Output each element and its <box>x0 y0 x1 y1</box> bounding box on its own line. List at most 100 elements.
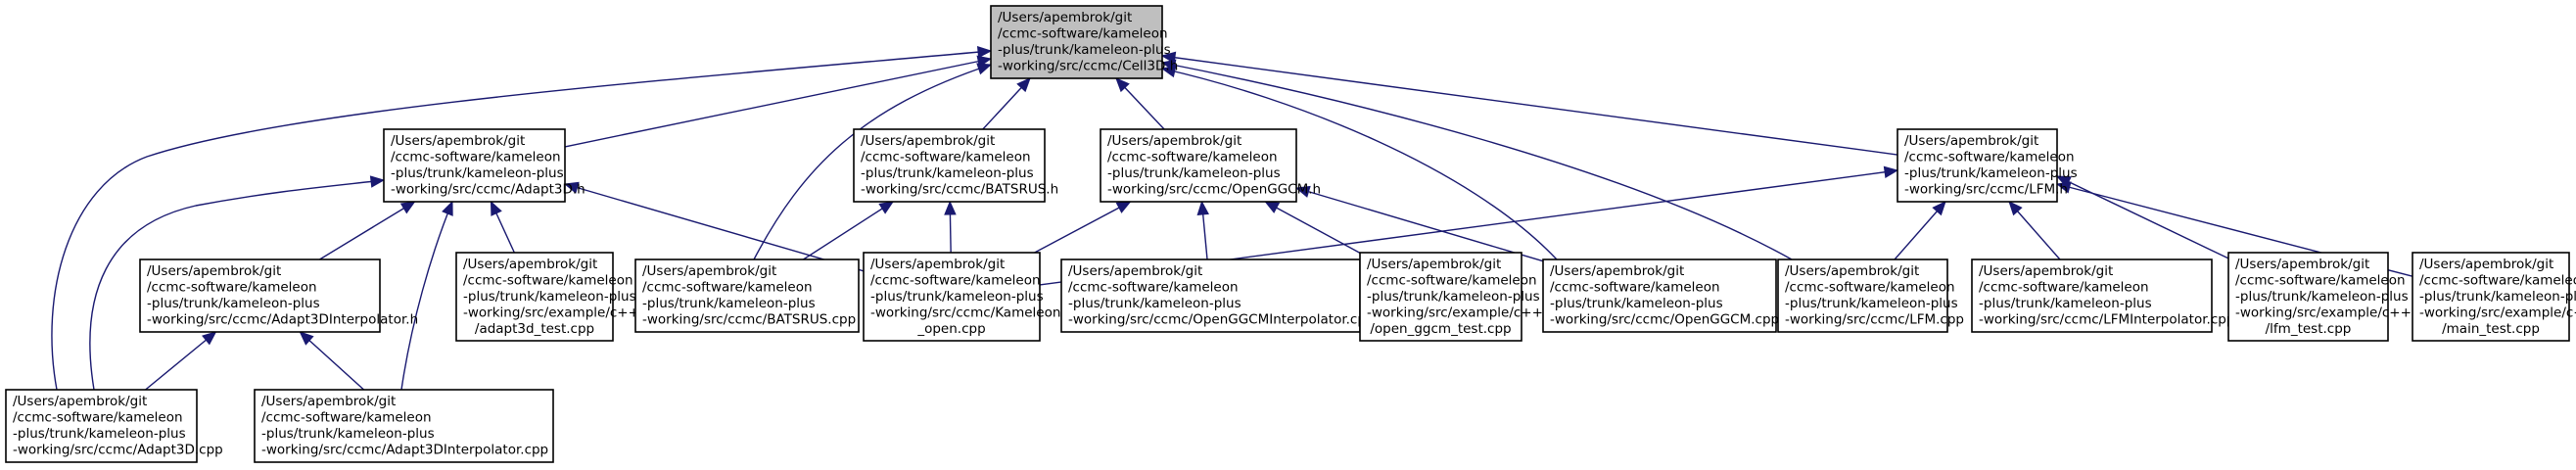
node-adapt3d_h[interactable]: /Users/apembrok/git/ccmc-software/kamele… <box>383 128 585 203</box>
edge-lfm_cpp-to-cell3d_h <box>1160 59 1793 260</box>
node-label-line: -working/src/ccmc/Adapt3DInterpolator.h <box>147 312 418 328</box>
node-label-line: /ccmc-software/kameleon <box>391 150 561 165</box>
edge-adapt3d_cpp-to-cell3d_h <box>51 45 993 391</box>
arrowhead-icon <box>1160 59 1177 71</box>
node-label-line: /Users/apembrok/git <box>1107 133 1241 149</box>
node-label-line: /Users/apembrok/git <box>998 10 1132 25</box>
arrowhead-icon <box>1016 77 1031 93</box>
edge-line <box>400 201 453 391</box>
node-label-line: -working/src/example/c++ <box>2235 306 2412 321</box>
node-openggcminterp_cpp[interactable]: /Users/apembrok/git/ccmc-software/kamele… <box>1060 258 1375 333</box>
node-label-line: /Users/apembrok/git <box>1068 263 1202 279</box>
node-box <box>455 252 614 342</box>
edge-kameleon_open-to-openggcm_h <box>1034 201 1132 254</box>
node-label-line: /ccmc-software/kameleon <box>261 410 432 426</box>
node-label-line: /ccmc-software/kameleon <box>1550 280 1720 296</box>
node-label-line: -working/src/example/c++ <box>463 306 639 321</box>
edge-kameleon_open-to-batsrus_h <box>944 200 957 254</box>
node-cell3d_h[interactable]: /Users/apembrok/git/ccmc-software/kamele… <box>990 5 1178 79</box>
node-label-line: -working/src/ccmc/OpenGGCMInterpolator.c… <box>1068 312 1375 328</box>
node-label-line: /ccmc-software/kameleon <box>13 410 183 426</box>
edge-adapt3dinterp_cpp-to-adapt3dinterp_h <box>299 331 365 391</box>
node-label-line: -working/src/ccmc/Kameleon <box>870 306 1060 321</box>
node-main_test[interactable]: /Users/apembrok/git/ccmc-software/kamele… <box>2412 252 2576 342</box>
edge-adapt3d_cpp-to-adapt3d_h <box>89 175 386 391</box>
node-box <box>634 258 860 333</box>
node-adapt3dinterp_h[interactable]: /Users/apembrok/git/ccmc-software/kamele… <box>139 258 418 333</box>
node-label-line: /Users/apembrok/git <box>13 394 147 409</box>
node-lfm_h[interactable]: /Users/apembrok/git/ccmc-software/kamele… <box>1897 128 2078 203</box>
node-openggcm_cpp[interactable]: /Users/apembrok/git/ccmc-software/kamele… <box>1542 258 1779 333</box>
node-adapt3d_cpp[interactable]: /Users/apembrok/git/ccmc-software/kamele… <box>5 389 223 463</box>
node-label-line: /ccmc-software/kameleon <box>1904 150 2075 165</box>
node-box <box>2412 252 2570 342</box>
edge-line <box>1161 55 1898 156</box>
arrowhead-icon <box>442 200 453 216</box>
edge-adapt3d_cpp-to-adapt3dinterp_h <box>145 331 217 391</box>
node-batsrus_cpp[interactable]: /Users/apembrok/git/ccmc-software/kamele… <box>634 258 860 333</box>
node-label-line: -plus/trunk/kameleon-plus <box>642 296 816 311</box>
node-label-line: -plus/trunk/kameleon-plus <box>1979 296 2152 311</box>
edge-line <box>2056 175 2229 259</box>
node-label-line: -working/src/ccmc/OpenGGCM.h <box>1107 182 1321 198</box>
node-label-line: /ccmc-software/kameleon <box>147 280 317 296</box>
node-label-line: -working/src/ccmc/LFM.h <box>1904 182 2068 198</box>
node-label-line: /Users/apembrok/git <box>2235 257 2369 272</box>
arrowhead-icon <box>2008 201 2023 216</box>
edge-lfminterp_cpp-to-lfm_h <box>2008 201 2061 260</box>
node-label-line: -plus/trunk/kameleon-plus <box>1107 165 1281 181</box>
edge-openggcm_cpp-to-openggcm_h <box>1294 185 1544 262</box>
edge-line <box>51 50 992 391</box>
node-label-line: /Users/apembrok/git <box>2419 257 2553 272</box>
node-label-line: -working/src/ccmc/Cell3D.h <box>998 59 1178 74</box>
node-adapt3dinterp_cpp[interactable]: /Users/apembrok/git/ccmc-software/kamele… <box>254 389 554 463</box>
node-batsrus_h[interactable]: /Users/apembrok/git/ccmc-software/kamele… <box>853 128 1058 203</box>
node-label-line: /Users/apembrok/git <box>861 133 995 149</box>
node-label-line: /main_test.cpp <box>2442 321 2540 337</box>
node-box <box>1971 258 2213 333</box>
node-box <box>1060 258 1361 333</box>
node-box <box>1897 128 2058 203</box>
arrowhead-icon <box>399 201 416 214</box>
node-label-line: /Users/apembrok/git <box>261 394 396 409</box>
node-label-line: /ccmc-software/kameleon <box>861 150 1031 165</box>
node-label-line: -plus/trunk/kameleon-plus <box>147 296 320 311</box>
node-label-line: -plus/trunk/kameleon-plus <box>463 289 636 305</box>
node-label-line: -working/src/example/c++ <box>1367 306 1543 321</box>
node-label-line: /Users/apembrok/git <box>1367 257 1501 272</box>
node-label-line: -working/src/ccmc/Adapt3D.h <box>391 182 585 198</box>
node-label-line: -plus/trunk/kameleon-plus <box>1068 296 1241 311</box>
node-label-line: /open_ggcm_test.cpp <box>1370 321 1511 337</box>
node-box <box>1100 128 1297 203</box>
node-label-line: /Users/apembrok/git <box>463 257 597 272</box>
node-label-line: -working/src/ccmc/BATSRUS.h <box>861 182 1058 198</box>
node-lfm_cpp[interactable]: /Users/apembrok/git/ccmc-software/kamele… <box>1777 258 1964 333</box>
node-kameleon_open[interactable]: /Users/apembrok/git/ccmc-software/kamele… <box>863 252 1060 342</box>
node-adapt3d_test[interactable]: /Users/apembrok/git/ccmc-software/kamele… <box>455 252 639 342</box>
edge-line <box>89 179 385 391</box>
node-label-line: -plus/trunk/kameleon-plus <box>1785 296 1958 311</box>
node-label-line: -plus/trunk/kameleon-plus <box>261 426 435 442</box>
edge-line <box>145 331 216 391</box>
node-lfminterp_cpp[interactable]: /Users/apembrok/git/ccmc-software/kamele… <box>1971 258 2234 333</box>
arrowhead-icon <box>1115 77 1130 93</box>
node-label-line: -working/src/example/c++ <box>2419 306 2576 321</box>
node-label-line: -working/src/ccmc/OpenGGCM.cpp <box>1550 312 1779 328</box>
edges-layer <box>51 45 2413 391</box>
node-open_ggcm_test[interactable]: /Users/apembrok/git/ccmc-software/kamele… <box>1359 252 1543 342</box>
edge-line <box>1265 201 1361 254</box>
node-box <box>853 128 1046 203</box>
node-label-line: -plus/trunk/kameleon-plus <box>13 426 186 442</box>
edge-batsrus_h-to-cell3d_h <box>982 77 1031 130</box>
node-openggcm_h[interactable]: /Users/apembrok/git/ccmc-software/kamele… <box>1100 128 1321 203</box>
node-lfm_test[interactable]: /Users/apembrok/git/ccmc-software/kamele… <box>2227 252 2412 342</box>
node-box <box>863 252 1041 342</box>
arrowhead-icon <box>1883 165 1899 178</box>
node-label-line: -plus/trunk/kameleon-plus <box>1550 296 1723 311</box>
node-label-line: /ccmc-software/kameleon <box>1979 280 2149 296</box>
edge-line <box>1161 62 1793 260</box>
arrowhead-icon <box>944 200 957 215</box>
node-label-line: /Users/apembrok/git <box>642 263 776 279</box>
node-label-line: /adapt3d_test.cpp <box>475 321 594 337</box>
node-label-line: /ccmc-software/kameleon <box>1107 150 1278 165</box>
